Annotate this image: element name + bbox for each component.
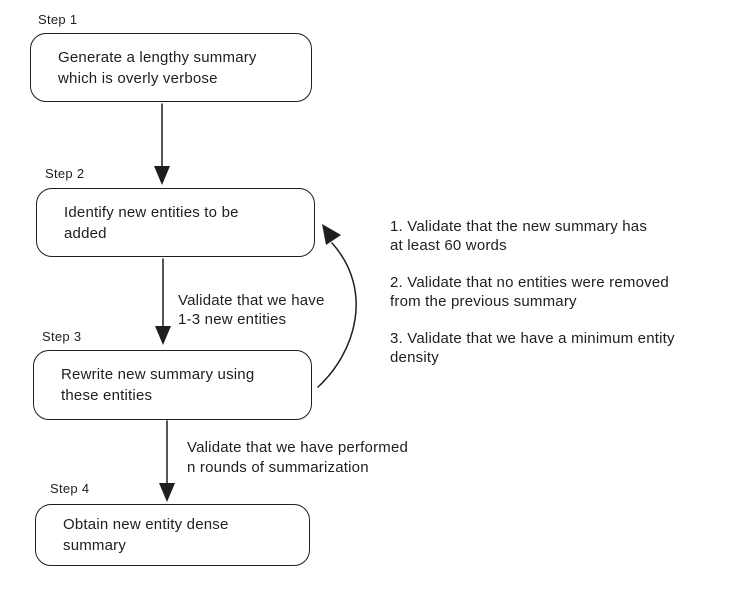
edge-label-line1: Validate that we have (178, 292, 325, 309)
step4-text-line2: summary (63, 537, 127, 554)
validation-2-line1: 2. Validate that no entities were remove… (390, 274, 669, 291)
edge-label-step3-to-step4: Validate that we have performed n rounds… (187, 438, 408, 478)
validation-3-line1: 3. Validate that we have a minimum entit… (390, 330, 675, 347)
arrow-step2-to-step3-head (155, 326, 171, 345)
step4-label: Step 4 (50, 481, 90, 496)
step4-text-line1: Obtain new entity dense (63, 516, 229, 533)
step3-box: Rewrite new summary using these entities (33, 350, 312, 420)
validation-2-line2: from the previous summary (390, 293, 577, 310)
step3-text-line1: Rewrite new summary using (61, 366, 255, 383)
step1-box: Generate a lengthy summary which is over… (30, 33, 312, 102)
validation-item-1: 1. Validate that the new summary has at … (390, 217, 675, 255)
step1-text-line1: Generate a lengthy summary (58, 48, 257, 66)
step2-text-line2: added (64, 224, 107, 242)
validation-3-line2: density (390, 349, 439, 366)
step2-box: Identify new entities to be added (36, 188, 315, 257)
arrow-step3-to-step2-head (322, 224, 341, 245)
validation-1-line1: 1. Validate that the new summary has (390, 218, 648, 235)
step3-label: Step 3 (42, 329, 82, 344)
step4-box: Obtain new entity dense summary (35, 504, 310, 566)
step2-label: Step 2 (45, 166, 85, 181)
edge-label-step2-to-step3: Validate that we have 1-3 new entities (178, 291, 325, 329)
edge-label-line2: n rounds of summarization (187, 459, 369, 476)
arrow-step1-to-step2-head (154, 166, 170, 185)
validation-1-line2: at least 60 words (390, 237, 507, 254)
edge-label-line2: 1-3 new entities (178, 311, 287, 328)
step1-text-line2: which is overly verbose (58, 69, 218, 87)
step1-label: Step 1 (38, 12, 78, 27)
edge-label-line1: Validate that we have performed (187, 439, 409, 456)
validation-item-3: 3. Validate that we have a minimum entit… (390, 329, 675, 367)
validation-list: 1. Validate that the new summary has at … (390, 217, 675, 385)
step3-text-line2: these entities (61, 387, 153, 404)
step2-text-line1: Identify new entities to be (64, 203, 239, 221)
arrow-step3-to-step4-head (159, 483, 175, 502)
validation-item-2: 2. Validate that no entities were remove… (390, 273, 675, 311)
